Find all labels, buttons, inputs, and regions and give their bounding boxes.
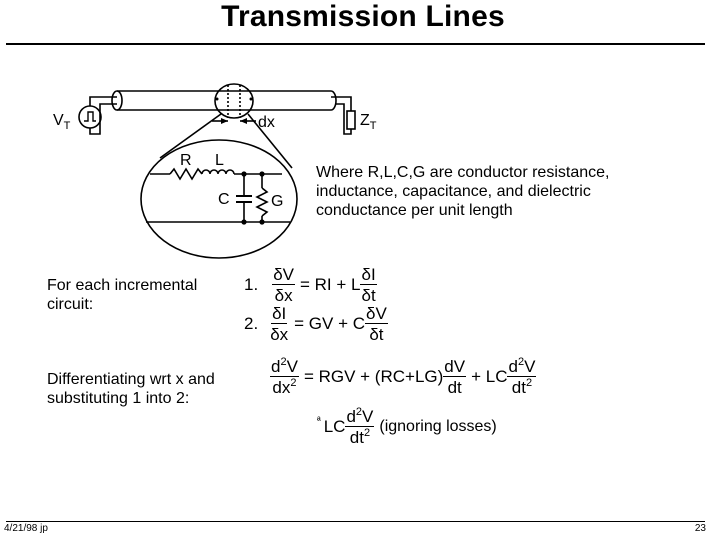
differentiating-text: Differentiating wrt x and substituting 1… — [47, 371, 215, 407]
footer-rule — [6, 521, 705, 522]
conductance-label: G — [271, 193, 283, 210]
title-rule — [6, 43, 705, 45]
resistance-label: R — [180, 152, 192, 169]
incremental-circuit-text: For each incremental circuit: — [47, 277, 198, 313]
eq1-lhs-fraction: δV δx — [272, 265, 295, 305]
eq4-second-derivative: d2V dt2 — [345, 406, 375, 447]
footer-date: 4/21/98 jp — [4, 523, 48, 534]
equation-1: 1. δV δx = RI + L δI δt — [244, 265, 377, 305]
inductance-label: L — [215, 152, 224, 169]
page-title: Transmission Lines — [221, 0, 505, 33]
eq3-first-derivative: dV dt — [443, 357, 467, 397]
dx-label: dx — [258, 114, 275, 131]
rlcg-description: Where R,L,C,G are conductor resistance, … — [316, 164, 610, 219]
eq3-second-derivative: d2V dt2 — [507, 356, 537, 397]
source-label: VT — [53, 112, 71, 132]
eq2-rhs-fraction: δV δt — [365, 304, 388, 344]
equation-4: ª LC d2V dt2 (ignoring losses) — [317, 406, 497, 447]
page-number: 23 — [694, 523, 706, 534]
eq1-rhs-fraction: δI δt — [360, 265, 377, 305]
load-label: ZT — [360, 112, 377, 132]
equation-3: d2V dx2 = RGV + (RC+LG) dV dt + LC d2V d… — [270, 356, 537, 397]
capacitance-label: C — [218, 191, 230, 208]
equation-2: 2. δI δx = GV + C δV δt — [244, 304, 388, 344]
eq3-lhs-fraction: d2V dx2 — [270, 356, 299, 397]
eq2-lhs-fraction: δI δx — [270, 304, 289, 344]
transmission-line-diagram: VT ZT dx R L C G — [53, 83, 377, 259]
